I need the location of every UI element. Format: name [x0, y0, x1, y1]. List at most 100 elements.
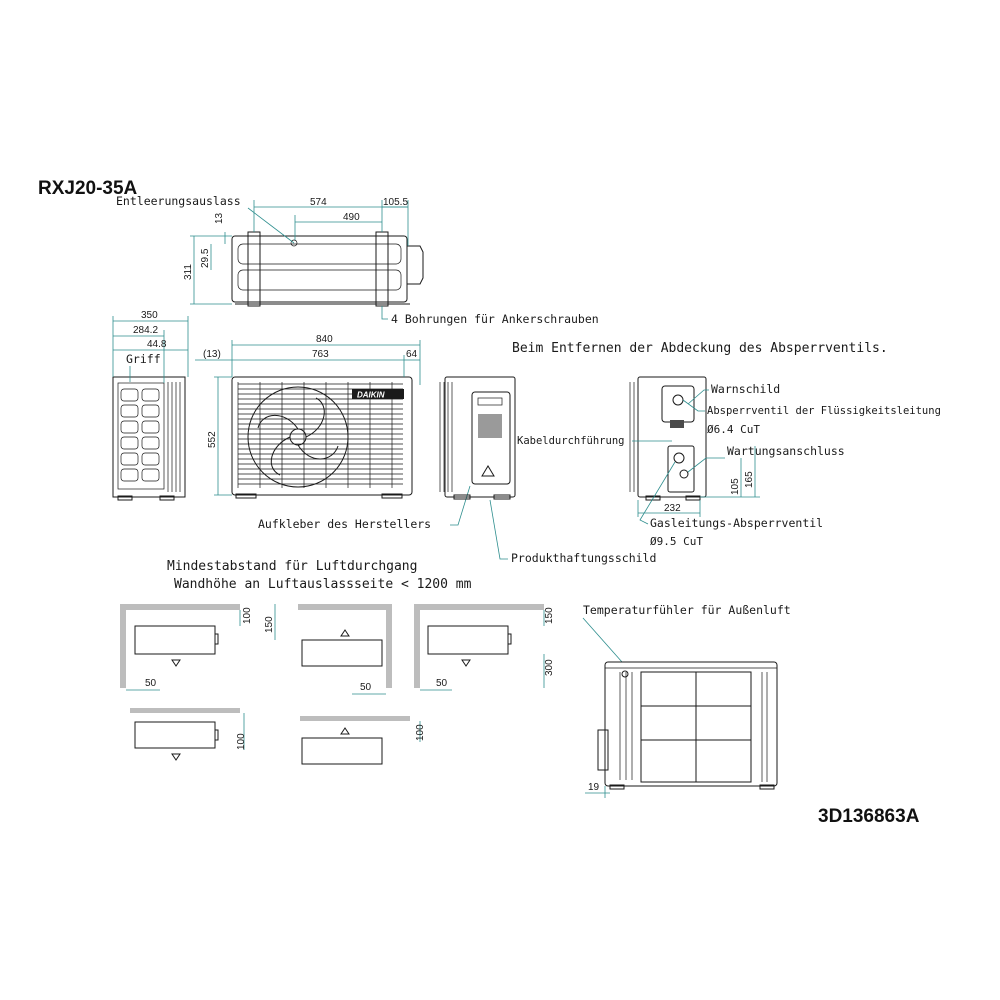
rear-view-foot	[759, 784, 775, 790]
front-view-fan-hub	[289, 428, 307, 446]
front-view-foot	[235, 493, 257, 499]
unit-box	[427, 625, 509, 655]
dim-c1-50: 50	[145, 678, 157, 689]
dim-64: 64	[406, 349, 418, 360]
right-view-warning-triangle	[481, 465, 495, 477]
manufacturer-sticker-leader	[450, 485, 471, 526]
rear-view: Temperaturfühler für Außenluft 19	[582, 603, 791, 798]
gas-valve-label: Gasleitungs-Absperrventil	[650, 516, 823, 530]
anchor-holes-leader	[381, 306, 388, 320]
dim-44-8: 44.8	[147, 339, 167, 350]
product-liability-label: Produkthaftungsschild	[511, 551, 656, 565]
dim-c2-150: 150	[264, 616, 275, 633]
daikin-logo-text: DAIKIN	[357, 391, 385, 400]
side-view-grille	[120, 388, 160, 482]
right-view-valve-cover	[471, 391, 511, 485]
rear-view-handle	[597, 729, 609, 771]
dim-c3-150: 150	[544, 607, 555, 624]
warning-label-text: Warnschild	[711, 382, 780, 396]
top-view-drain-hole	[290, 239, 298, 247]
clearance-case-3: 150 300 50	[414, 604, 555, 691]
top-view-foot-left	[247, 231, 261, 307]
service-port-icon	[679, 469, 689, 479]
side-view-grille-frame	[117, 382, 165, 490]
clearance-case-4: 100	[130, 708, 247, 761]
valve-detail-view: Beim Entfernen der Abdeckung des Absperr…	[512, 341, 941, 548]
service-port-label: Wartungsanschluss	[727, 444, 845, 458]
right-view-product-label	[478, 414, 502, 438]
clearance-case-2: 150 50	[264, 604, 392, 695]
temp-sensor-icon	[621, 670, 629, 678]
service-port-leader	[687, 457, 725, 473]
dim-13-front: (13)	[203, 349, 221, 360]
document-id: 3D136863A	[818, 806, 920, 827]
clearance-section: Mindestabstand für Luftdurchgang Wandhöh…	[120, 559, 555, 765]
product-liability-leader	[489, 499, 508, 560]
top-view-grille-lower	[237, 269, 402, 291]
valve-view-fins	[629, 382, 639, 492]
dim-rear-19: 19	[588, 782, 600, 793]
liquid-valve-icon	[672, 394, 684, 406]
front-view-foot	[381, 493, 403, 499]
front-view-fan-ring	[247, 386, 349, 488]
drain-outlet-leader	[247, 207, 295, 244]
dim-29-5: 29.5	[200, 248, 211, 268]
front-view-body	[231, 376, 413, 496]
top-view-body	[231, 235, 408, 303]
dim-165: 165	[744, 471, 755, 488]
dim-c3-300: 300	[544, 659, 555, 676]
manufacturer-sticker-label: Aufkleber des Herstellers	[258, 517, 431, 531]
side-view-body	[112, 376, 186, 498]
right-view-foot	[453, 494, 471, 500]
airflow-up-icon	[340, 629, 350, 637]
temp-sensor-label: Temperaturfühler für Außenluft	[583, 603, 791, 617]
right-side-view: Produkthaftungsschild	[439, 376, 656, 565]
gas-valve-icon	[673, 452, 685, 464]
liquid-valve-label: Absperrventil der Flüssigkeitsleitung	[707, 405, 941, 417]
right-view-foot	[493, 494, 511, 500]
dim-350: 350	[141, 310, 158, 321]
dim-490: 490	[343, 212, 360, 223]
anchor-holes-label: 4 Bohrungen für Ankerschrauben	[391, 312, 599, 326]
cable-entry-label: Kabeldurchführung	[517, 435, 624, 447]
clearance-case-5: 100	[300, 716, 426, 765]
dim-c3-50: 50	[436, 678, 448, 689]
top-view: 574 490 105.5 13 29.5 311 Entleerungsaus…	[116, 194, 599, 326]
dim-105: 105	[730, 478, 741, 495]
top-view-valve-cover	[407, 245, 424, 285]
gas-valve-leader	[639, 461, 676, 525]
top-view-foot-right	[375, 231, 389, 307]
temp-sensor-leader	[582, 617, 623, 663]
front-view: DAIKIN 552 840 763 64 (13) Aufkleber des…	[195, 334, 471, 531]
rear-view-side-fins	[619, 672, 633, 780]
unit-box	[134, 625, 216, 655]
unit-box	[134, 721, 216, 749]
airflow-down-icon	[171, 659, 181, 667]
airflow-up-icon	[340, 727, 350, 735]
handle-label: Griff	[126, 352, 161, 366]
dim-311: 311	[183, 264, 194, 280]
airflow-down-icon	[461, 659, 471, 667]
daikin-logo	[352, 389, 404, 399]
gas-valve-spec: Ø9.5 CuT	[650, 535, 703, 548]
front-view-fan-blades	[257, 397, 339, 476]
valve-view-foot	[685, 495, 701, 501]
dim-c4-100: 100	[236, 733, 247, 750]
side-view-fins	[167, 382, 181, 492]
valve-view-upper-panel	[661, 385, 695, 423]
right-view-label-plate	[477, 397, 503, 406]
dim-c1-100: 100	[242, 607, 253, 624]
dim-840: 840	[316, 334, 333, 345]
unit-box	[301, 737, 383, 765]
liquid-valve-leader	[682, 399, 705, 412]
clearance-case-1: 100 50	[120, 604, 253, 691]
left-side-view: 350 284.2 44.8 Griff	[112, 310, 189, 501]
liquid-valve-spec: Ø6.4 CuT	[707, 423, 760, 436]
side-view-foot	[159, 495, 175, 501]
valve-view-body	[637, 376, 707, 498]
model-title: RXJ20-35A	[38, 178, 138, 199]
valve-view-foot	[645, 495, 661, 501]
dim-232: 232	[664, 503, 681, 514]
dim-552: 552	[207, 431, 218, 448]
